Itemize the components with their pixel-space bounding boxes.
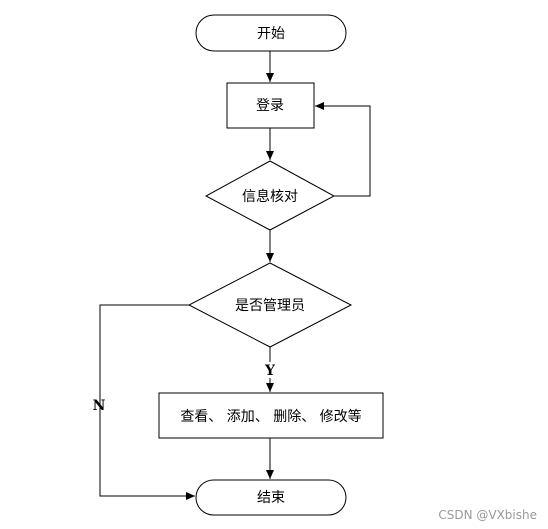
no-label: N: [93, 398, 106, 414]
verify-decision: 信息核对: [204, 160, 336, 231]
edge-verify-loop-to-login: [315, 102, 371, 197]
watermark-text: CSDN @VXbishe: [438, 508, 537, 522]
end-node: 结束: [195, 479, 347, 516]
start-label: 开始: [257, 26, 285, 42]
actions-node: 查看、 添加、 删除、 修改等: [158, 392, 384, 439]
login-label: 登录: [256, 98, 284, 114]
login-node: 登录: [226, 82, 315, 129]
end-label: 结束: [257, 490, 285, 506]
verify-label: 信息核对: [242, 188, 298, 205]
admin-label: 是否管理员: [235, 298, 305, 314]
edge-admin-no-to-end: [99, 304, 195, 500]
yes-label: Y: [264, 363, 276, 379]
admin-decision: 是否管理员: [187, 262, 353, 348]
actions-label: 查看、 添加、 删除、 修改等: [180, 408, 361, 425]
start-node: 开始: [195, 14, 347, 52]
